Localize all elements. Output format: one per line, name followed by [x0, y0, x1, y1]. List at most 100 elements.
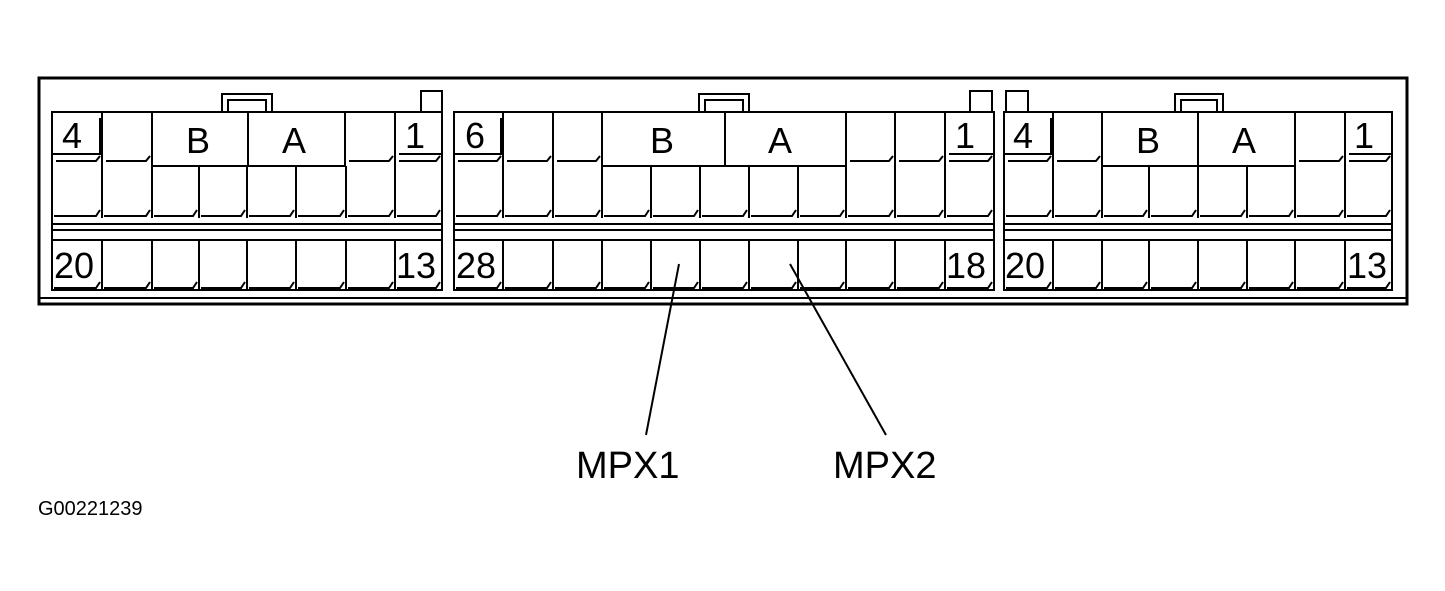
- conn2-mid-cell-notch-6: [1297, 209, 1344, 217]
- conn2-bottom-cell-notch-4: [1200, 281, 1246, 289]
- conn1-top-cell-notch-0: [458, 155, 502, 162]
- conn1-mid-cell-notch-6: [751, 209, 797, 217]
- conn2-bottom-cell-notch-5: [1249, 281, 1294, 289]
- left-key-a-label: A: [282, 120, 306, 161]
- conn2-top-cell-notch-0: [1008, 155, 1052, 162]
- conn0-bottom-cell-notch-7: [397, 281, 441, 289]
- conn2-mid-cell-notch-0: [1006, 209, 1052, 217]
- conn0-bottom-cell-notch-2: [154, 281, 198, 289]
- conn2-mid-cell-notch-1: [1055, 209, 1101, 217]
- conn2-mid-cell-notch-7: [1347, 209, 1391, 217]
- left-pin-top-left-label: 4: [62, 115, 82, 156]
- conn2-bottom-cell-notch-6: [1297, 281, 1344, 289]
- conn0-bottom-cell-notch-6: [348, 281, 394, 289]
- middle-pin-bottom-left-label: 28: [456, 245, 496, 286]
- conn1-bottom-cell-notch-10: [947, 281, 993, 289]
- conn2-bottom-cell-notch-7: [1347, 281, 1391, 289]
- conn0-bottom-cell-notch-3: [201, 281, 246, 289]
- conn1-mid-cell-notch-4: [653, 209, 699, 217]
- conn1-bottom-cell-notch-7: [800, 281, 845, 289]
- conn1-mid-cell-notch-8: [848, 209, 894, 217]
- conn2-top-cell-notch-4: [1299, 155, 1344, 162]
- conn1-bottom-cell-notch-5: [702, 281, 748, 289]
- conn0-top-cell-notch-0: [56, 155, 101, 162]
- conn1-mid-cell-notch-10: [947, 209, 993, 217]
- conn1-top-cell-notch-2: [557, 155, 601, 162]
- right-pin-bottom-right-label: 13: [1347, 245, 1387, 286]
- conn0-bottom-cell-notch-1: [104, 281, 151, 289]
- conn2-mid-cell-notch-2: [1104, 209, 1148, 217]
- left-pin-bottom-left-label: 20: [54, 245, 94, 286]
- conn1-top-left-pin-box: [454, 118, 502, 155]
- conn2-side-guide-tab: [1005, 90, 1029, 112]
- conn0-mid-cell-notch-7: [397, 209, 441, 217]
- conn1-bottom-cell-notch-4: [653, 281, 699, 289]
- right-pin-top-left-label: 4: [1013, 115, 1033, 156]
- middle-key-a-label: A: [768, 120, 792, 161]
- conn1-bottom-cell-notch-8: [848, 281, 894, 289]
- right-pin-top-right-label: 1: [1354, 115, 1374, 156]
- outer-housing-frame: [37, 76, 1409, 306]
- left-pin-bottom-right-label: 13: [396, 245, 436, 286]
- middle-pin-top-right-label: 1: [955, 115, 975, 156]
- conn1-side-guide-tab: [969, 90, 993, 112]
- conn1-top-cell-notch-7: [949, 155, 993, 162]
- conn0-mid-cell-notch-1: [104, 209, 151, 217]
- conn2-bottom-cell-notch-2: [1104, 281, 1148, 289]
- conn0-latch-tab: [221, 93, 273, 112]
- conn2-top-left-pin-box: [1004, 118, 1052, 155]
- conn0-bottom-cell-notch-4: [249, 281, 295, 289]
- conn2-bottom-cell-notch-0: [1006, 281, 1052, 289]
- conn2-latch-tab: [1174, 93, 1224, 112]
- left-key-b-label: B: [186, 120, 210, 161]
- conn0-top-cell-notch-5: [399, 155, 441, 162]
- conn1-mid-cell-notch-5: [702, 209, 748, 217]
- conn2-bottom-cell-notch-1: [1055, 281, 1101, 289]
- conn0-top-cell-notch-4: [349, 155, 394, 162]
- conn2-mid-cell-notch-3: [1151, 209, 1197, 217]
- conn1-bottom-cell-notch-0: [456, 281, 502, 289]
- conn0-mid-cell-notch-0: [54, 209, 101, 217]
- conn1-bottom-cell-notch-2: [555, 281, 601, 289]
- conn0-mid-cell-notch-6: [348, 209, 394, 217]
- mpx2-label: MPX2: [833, 445, 936, 487]
- conn2-top-cell-notch-5: [1349, 155, 1391, 162]
- left-connector: 4 B A 1 20 13: [54, 115, 436, 286]
- right-key-a-label: A: [1232, 120, 1256, 161]
- conn1-top-cell-notch-6: [899, 155, 944, 162]
- conn0-side-guide-tab: [420, 90, 443, 112]
- conn1-top-cell-notch-1: [507, 155, 552, 162]
- middle-connector: 6 B A 1 28 18: [456, 115, 986, 286]
- conn2-bottom-cell-notch-3: [1151, 281, 1197, 289]
- conn1-mid-cell-notch-3: [604, 209, 650, 217]
- conn2-mid-cell-notch-5: [1249, 209, 1294, 217]
- conn1-bottom-cell-notch-6: [751, 281, 797, 289]
- conn0-mid-cell-notch-4: [249, 209, 295, 217]
- figure-code-label: G00221239: [38, 498, 143, 520]
- conn0-mid-cell-notch-2: [154, 209, 198, 217]
- conn1-mid-cell-notch-0: [456, 209, 502, 217]
- conn0-mid-cell-notch-5: [298, 209, 345, 217]
- conn0-bottom-cell-notch-0: [54, 281, 101, 289]
- mpx1-label: MPX1: [576, 445, 679, 487]
- conn0-bottom-cell-notch-5: [298, 281, 345, 289]
- conn1-bottom-cell-notch-1: [505, 281, 552, 289]
- conn1-latch-tab: [698, 93, 750, 112]
- middle-pin-bottom-right-label: 18: [946, 245, 986, 286]
- conn1-mid-cell-notch-1: [505, 209, 552, 217]
- right-key-b-label: B: [1136, 120, 1160, 161]
- connector-housing-structure: [37, 76, 1409, 306]
- mpx2-leader-line: [789, 263, 887, 436]
- conn1-bottom-cell-notch-9: [897, 281, 944, 289]
- right-pin-bottom-left-label: 20: [1005, 245, 1045, 286]
- conn1-mid-cell-notch-7: [800, 209, 845, 217]
- conn0-top-left-pin-box: [52, 118, 101, 155]
- left-pin-top-right-label: 1: [405, 115, 425, 156]
- conn2-mid-cell-notch-4: [1200, 209, 1246, 217]
- conn1-mid-cell-notch-9: [897, 209, 944, 217]
- conn2-top-cell-notch-1: [1057, 155, 1101, 162]
- conn1-mid-cell-notch-2: [555, 209, 601, 217]
- conn0-top-cell-notch-1: [106, 155, 151, 162]
- conn1-top-cell-notch-5: [850, 155, 894, 162]
